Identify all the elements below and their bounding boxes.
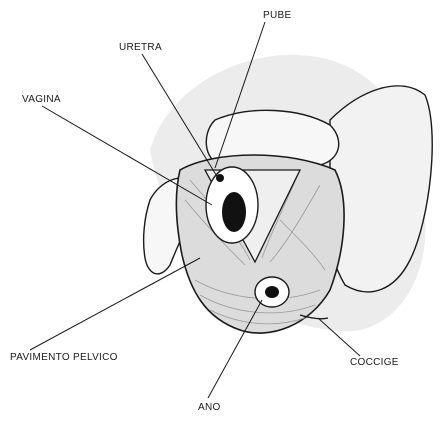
label-pavimento-pelvico: PAVIMENTO PELVICO <box>10 352 118 363</box>
label-vagina: VAGINA <box>22 94 61 105</box>
label-uretra: URETRA <box>119 42 162 53</box>
leader-pavimento <box>30 258 200 350</box>
urethra-opening <box>216 174 224 182</box>
label-ano: ANO <box>198 402 221 413</box>
label-coccige: COCCIGE <box>350 357 399 368</box>
vagina-opening-inner <box>222 192 246 232</box>
anus-inner <box>265 286 279 298</box>
label-pube: PUBE <box>263 10 291 21</box>
